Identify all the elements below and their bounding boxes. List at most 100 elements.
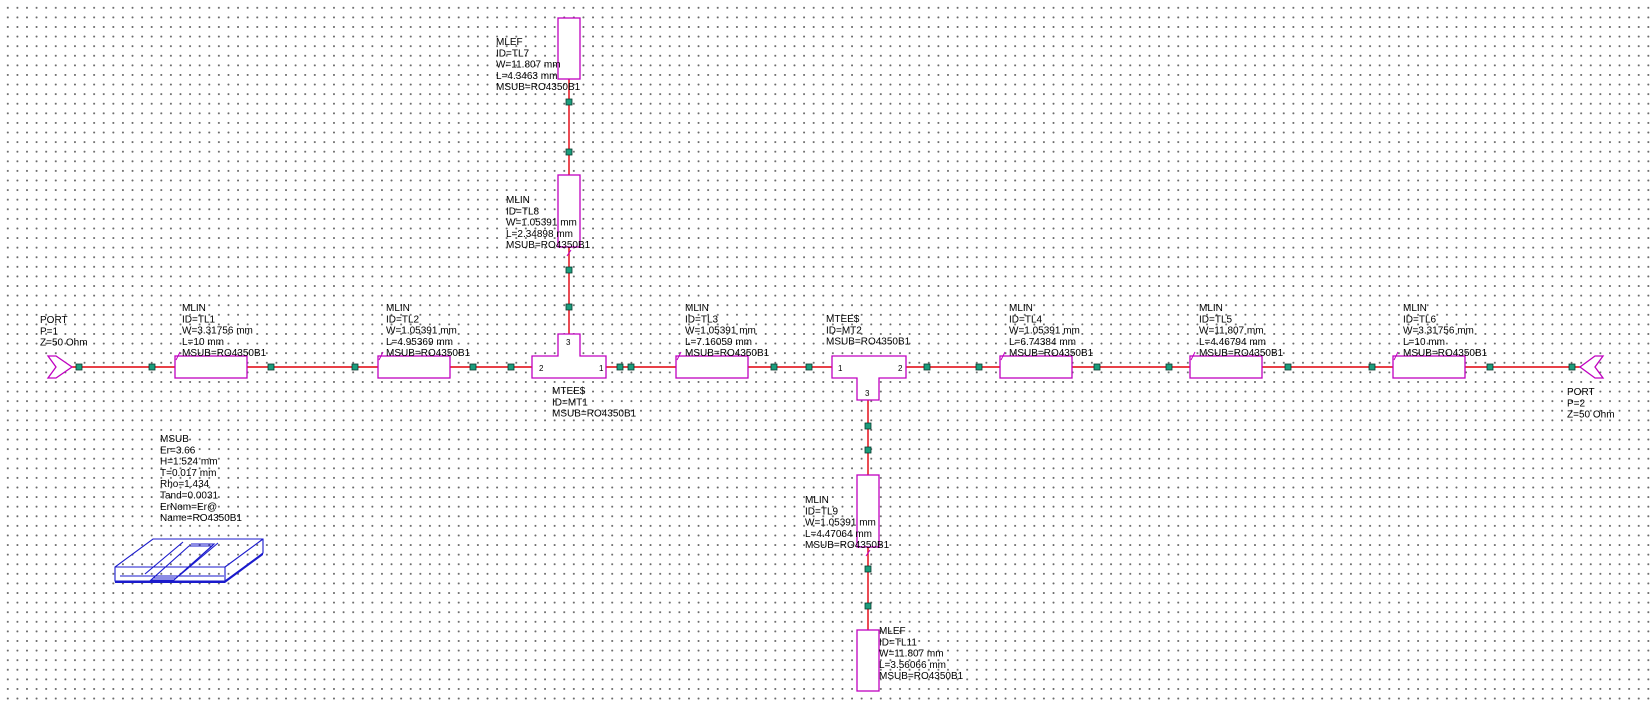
param-line: MLIN (1009, 303, 1033, 314)
node[interactable] (1568, 363, 1576, 371)
param-line: Z=50 Ohm (1567, 410, 1615, 421)
node[interactable] (627, 363, 635, 371)
param-line: L=4.47064 mm (805, 529, 872, 540)
node[interactable] (864, 565, 872, 573)
node[interactable] (75, 363, 83, 371)
node[interactable] (565, 148, 573, 156)
node[interactable] (975, 363, 983, 371)
mlin-tl3[interactable] (675, 355, 749, 379)
param-line: MLEF (496, 37, 523, 48)
mtee-mt2[interactable] (831, 355, 907, 401)
node[interactable] (507, 363, 515, 371)
mlin-tl2[interactable] (377, 355, 451, 379)
param-line: ID=TL7 (496, 48, 530, 59)
param-line: MTEE$ (826, 314, 860, 325)
param-line: MLIN (182, 303, 206, 314)
param-line: H=1.524 mm (160, 457, 218, 468)
param-line: MSUB=RO4350B1 (1199, 348, 1284, 359)
node[interactable] (864, 602, 872, 610)
node[interactable] (351, 363, 359, 371)
param-line: L=4.46794 mm (1199, 337, 1266, 348)
node[interactable] (923, 363, 931, 371)
mlin-tl6[interactable] (1392, 355, 1466, 379)
mlin-body (999, 355, 1073, 379)
param-line: W=1.05391 mm (386, 326, 457, 337)
node[interactable] (469, 363, 477, 371)
node[interactable] (805, 363, 813, 371)
node[interactable] (1165, 363, 1173, 371)
param-line: MSUB=RO4350B1 (826, 337, 911, 348)
mlef-body (856, 629, 880, 692)
node[interactable] (565, 303, 573, 311)
mt2-pin-1: 1 (838, 364, 843, 373)
node[interactable] (1284, 363, 1292, 371)
mlin-body (1189, 355, 1263, 379)
param-line: W=11.807 mm (496, 60, 561, 71)
mtee-mt1[interactable] (531, 333, 607, 379)
mlef-tl7[interactable] (557, 17, 581, 80)
mlin-tl4[interactable] (999, 355, 1073, 379)
mt2-pin-3: 3 (865, 389, 870, 398)
port-p2[interactable] (1578, 355, 1605, 379)
mlin-tl9[interactable] (856, 474, 880, 548)
node[interactable] (1486, 363, 1494, 371)
param-line: ErNom=Er@ (160, 502, 217, 513)
param-line: W=11.807 mm (1199, 326, 1264, 337)
param-line: L=10 mm (182, 337, 224, 348)
port-p1[interactable] (46, 355, 74, 379)
mlin-body (856, 474, 880, 548)
param-line: MSUB=RO4350B1 (552, 409, 637, 420)
param-line: Tand=0.0031 (160, 491, 219, 502)
node[interactable] (1093, 363, 1101, 371)
port-arrow-icon (46, 355, 74, 379)
node[interactable] (864, 422, 872, 430)
param-line: MSUB=RO4350B1 (1403, 348, 1488, 359)
param-line: ID=TL6 (1403, 314, 1437, 325)
mt1-pin-3: 3 (566, 338, 571, 347)
node[interactable] (616, 363, 624, 371)
mlin-tl8[interactable] (557, 174, 581, 248)
param-line: L=6.74384 mm (1009, 337, 1076, 348)
param-line: MLIN (685, 303, 709, 314)
mlef-tl11[interactable] (856, 629, 880, 692)
mlef-body (557, 17, 581, 80)
substrate-icon[interactable] (114, 538, 264, 583)
mlin-tl1[interactable] (174, 355, 248, 379)
param-line: Er=3.66 (160, 445, 196, 456)
node[interactable] (565, 98, 573, 106)
param-line: Name=RO4350B1 (160, 513, 242, 524)
param-line: L=3.56066 mm (879, 660, 946, 671)
param-line: MTEE$ (552, 386, 586, 397)
node[interactable] (148, 363, 156, 371)
node[interactable] (267, 363, 275, 371)
mlin-body (1392, 355, 1466, 379)
param-line: MLEF (879, 626, 906, 637)
mlin-tl5[interactable] (1189, 355, 1263, 379)
node[interactable] (1368, 363, 1376, 371)
param-line: ID=TL3 (685, 314, 719, 325)
param-line: W=11.807 mm (879, 649, 944, 660)
param-line: ID=TL11 (879, 637, 917, 648)
param-line: MLIN (1199, 303, 1223, 314)
node[interactable] (770, 363, 778, 371)
param-line: MSUB=RO4350B1 (685, 348, 770, 359)
node[interactable] (565, 266, 573, 274)
param-line: ID=TL9 (805, 506, 839, 517)
node[interactable] (864, 446, 872, 454)
